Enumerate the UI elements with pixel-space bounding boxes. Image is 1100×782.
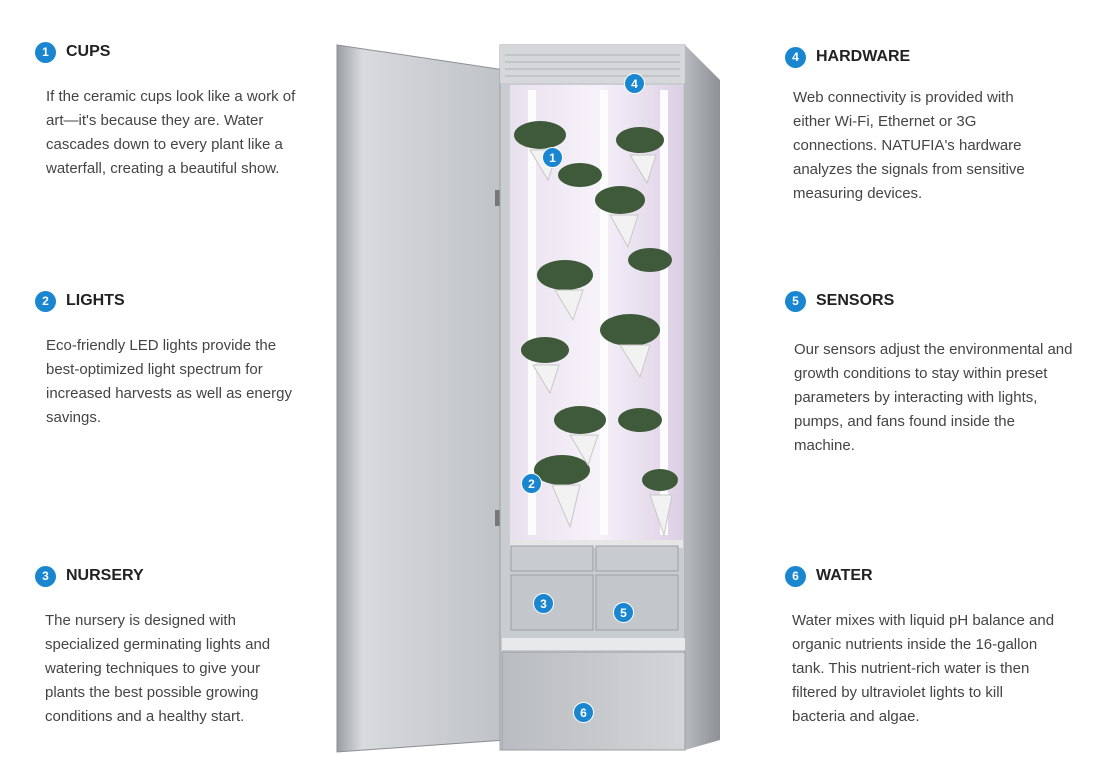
feature-description: Web connectivity is provided with either… [793, 89, 1025, 202]
feature-description: Water mixes with liquid pH balance and o… [792, 612, 1055, 725]
number-badge: 5 [785, 290, 806, 312]
marker-cups: 1 [542, 147, 563, 168]
feature-description: Our sensors adjust the environmental and… [794, 341, 1073, 454]
number-badge: 2 [35, 290, 56, 312]
ceramic-cups [529, 149, 673, 537]
cabinet-side [685, 45, 720, 750]
feature-title: WATER [816, 567, 873, 584]
feature-title: LIGHTS [66, 292, 125, 309]
feature-description: The nursery is designed with specialized… [45, 612, 271, 725]
feature-description: If the ceramic cups look like a work of … [46, 88, 296, 177]
feature-title: SENSORS [816, 292, 895, 309]
number-badge: 1 [35, 41, 56, 63]
marker-water: 6 [573, 702, 594, 723]
feature-title: CUPS [66, 43, 111, 60]
feature-cups: 1 CUPS If the ceramic cups look like a wo… [35, 41, 305, 181]
feature-sensors: 5 SENSORS Our sensors adjust the environm… [785, 290, 1073, 458]
marker-sensors: 5 [613, 602, 634, 623]
water-tank [501, 651, 686, 751]
plants [514, 121, 678, 491]
feature-title: NURSERY [66, 567, 144, 584]
feature-water: 6 WATER Water mixes with liquid pH balanc… [785, 565, 1055, 729]
number-badge: 6 [785, 565, 806, 587]
feature-description: Eco-friendly LED lights provide the best… [46, 337, 292, 426]
number-badge: 3 [35, 565, 56, 587]
feature-lights: 2 LIGHTS Eco-friendly LED lights provide … [35, 290, 305, 430]
number-badge: 4 [785, 46, 806, 68]
marker-hardware: 4 [624, 73, 645, 94]
cabinet-door [336, 44, 506, 753]
marker-lights: 2 [521, 473, 542, 494]
marker-nursery: 3 [533, 593, 554, 614]
nursery-drawer [510, 545, 594, 572]
feature-title: HARDWARE [816, 48, 911, 65]
feature-hardware: 4 HARDWARE Web connectivity is provided w… [785, 46, 1055, 206]
feature-nursery: 3 NURSERY The nursery is designed with sp… [35, 565, 305, 729]
natufia-cabinet-illustration [336, 44, 720, 753]
